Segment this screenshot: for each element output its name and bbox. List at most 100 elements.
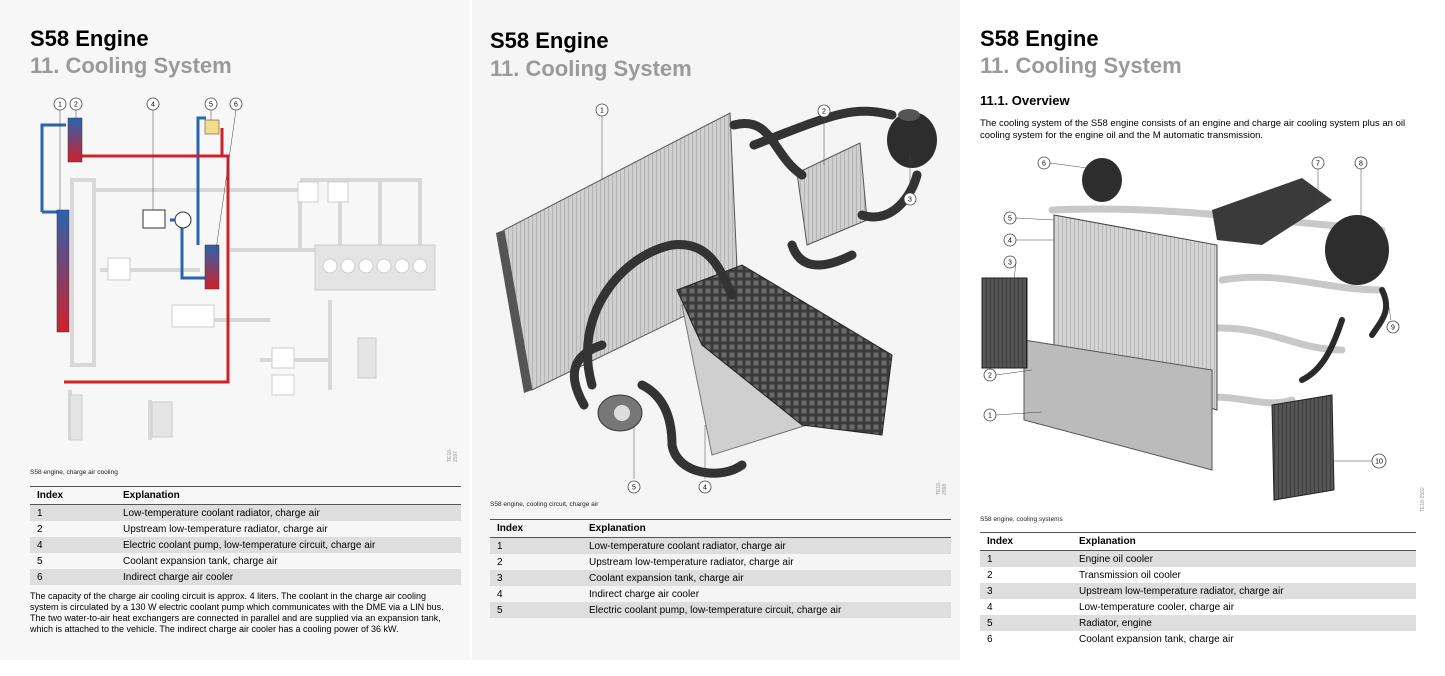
callout-label: 5 — [209, 102, 213, 109]
explanation-cell: Low-temperature cooler, charge air — [1079, 601, 1235, 613]
index-cell: 5 — [37, 555, 43, 567]
index-cell: 1 — [490, 537, 582, 554]
explanation-cell: Indirect charge air cooler — [589, 588, 700, 600]
table-row: 4 Low-temperature cooler, charge air — [980, 599, 1416, 615]
page-cooling-circuit-charge-air: S58 Engine 11. Cooling System — [472, 0, 960, 660]
callout-label: 3 — [908, 197, 912, 204]
figure-callouts: 1 2 3 4 5 — [595, 103, 917, 494]
page-title: S58 Engine — [30, 26, 149, 51]
callout-label: 6 — [234, 102, 238, 109]
callout-label: 10 — [1375, 459, 1383, 466]
explanation-cell: Coolant expansion tank, charge air — [123, 555, 278, 567]
explanation-cell: Engine oil cooler — [1072, 550, 1416, 567]
table-row: 2 Upstream low-temperature radiator, char… — [30, 521, 461, 537]
callout-label: 1 — [988, 413, 992, 420]
explanation-cell: Indirect charge air cooler — [116, 569, 461, 585]
explanation-cell: Upstream low-temperature radiator, charg… — [589, 556, 794, 568]
table-row: 5 Coolant expansion tank, charge air — [30, 553, 461, 569]
table-row: 2 Transmission oil cooler — [980, 567, 1416, 583]
index-cell: 2 — [497, 556, 503, 568]
figure-caption: S58 engine, cooling systems — [980, 516, 1063, 523]
callout-label: 2 — [74, 102, 78, 109]
figure-caption: S58 engine, cooling circuit, charge air — [490, 501, 599, 508]
callout-label: 2 — [822, 109, 826, 116]
explanation-cell: Coolant expansion tank, charge air — [1079, 633, 1234, 645]
explanation-cell: Electric coolant pump, low-temperature c… — [582, 602, 951, 618]
callout-label: 8 — [1359, 161, 1363, 168]
body-paragraph: The capacity of the charge air cooling c… — [30, 591, 444, 634]
explanation-cell: Low-temperature coolant radiator, charge… — [582, 537, 951, 554]
figure-id: TE18-2598 — [936, 481, 948, 495]
callout-label: 2 — [988, 373, 992, 380]
figure-callouts: 1 2 4 5 6 — [53, 97, 243, 251]
page-subtitle: 11. Cooling System — [490, 56, 692, 81]
explanation-cell: Upstream low-temperature radiator, charg… — [1072, 583, 1416, 599]
callout-label: 4 — [151, 102, 155, 109]
page-charge-air-cooling: S58 Engine 11. Cooling System — [0, 0, 470, 660]
explanation-cell: Coolant expansion tank, charge air — [582, 570, 951, 586]
column-header: Explanation — [116, 486, 461, 505]
index-cell: 2 — [987, 569, 993, 581]
index-cell: 5 — [980, 615, 1072, 631]
charge-air-cooling-schematic: 1 2 4 5 6 — [40, 97, 436, 441]
section-heading: 11.1. Overview — [980, 93, 1070, 108]
figure-id: TE18-2597 — [447, 448, 459, 462]
column-header: Explanation — [1072, 532, 1416, 551]
column-header: Index — [30, 486, 116, 505]
index-cell: 6 — [987, 633, 993, 645]
index-cell: 5 — [490, 602, 582, 618]
page-title: S58 Engine — [980, 26, 1099, 51]
callout-label: 1 — [58, 102, 62, 109]
explanation-cell: Upstream low-temperature radiator, charg… — [123, 523, 328, 535]
intro-paragraph: The cooling system of the S58 engine con… — [980, 118, 1406, 141]
explanation-cell: Transmission oil cooler — [1079, 569, 1181, 581]
column-header: Explanation — [582, 519, 951, 538]
table-row: 4 Indirect charge air cooler — [490, 586, 951, 602]
callout-label: 7 — [1316, 161, 1320, 168]
index-cell: 4 — [30, 537, 116, 553]
callout-label: 4 — [1008, 238, 1012, 245]
explanation-cell: Electric coolant pump, low-temperature c… — [116, 537, 461, 553]
callout-label: 4 — [703, 485, 707, 492]
column-header: Index — [980, 532, 1072, 551]
callout-label: 1 — [600, 108, 604, 115]
page-subtitle: 11. Cooling System — [30, 53, 232, 78]
index-cell: 6 — [30, 569, 116, 585]
callout-label: 6 — [1042, 161, 1046, 168]
index-cell: 1 — [980, 550, 1072, 567]
page-subtitle: 11. Cooling System — [980, 53, 1182, 78]
index-cell: 3 — [980, 583, 1072, 599]
explanation-cell: Low-temperature coolant radiator, charge… — [116, 504, 461, 521]
index-cell: 4 — [497, 588, 503, 600]
explanation-cell: Radiator, engine — [1072, 615, 1416, 631]
cooling-circuit-illustration: 1 2 3 4 5 — [496, 103, 937, 494]
page-cooling-overview: S58 Engine 11. Cooling System 11.1. Over… — [962, 0, 1445, 660]
figure-caption: S58 engine, charge air cooling — [30, 469, 118, 476]
callout-label: 5 — [1008, 216, 1012, 223]
table-row: 2 Upstream low-temperature radiator, char… — [490, 554, 951, 570]
column-header: Index — [490, 519, 582, 538]
figure-callouts: 1 2 3 4 5 6 7 8 9 10 — [983, 156, 1400, 469]
page-title: S58 Engine — [490, 28, 609, 53]
index-cell: 1 — [30, 504, 116, 521]
index-cell: 2 — [37, 523, 43, 535]
callout-label: 5 — [632, 485, 636, 492]
figure-id: TE18-2592 — [1420, 487, 1426, 512]
callout-label: 3 — [1008, 260, 1012, 267]
cooling-systems-illustration: 1 2 3 4 5 6 7 8 9 10 — [981, 156, 1400, 501]
index-cell: 3 — [490, 570, 582, 586]
callout-label: 9 — [1391, 325, 1395, 332]
table-row: 6 Coolant expansion tank, charge air — [980, 631, 1416, 647]
index-cell: 4 — [987, 601, 993, 613]
